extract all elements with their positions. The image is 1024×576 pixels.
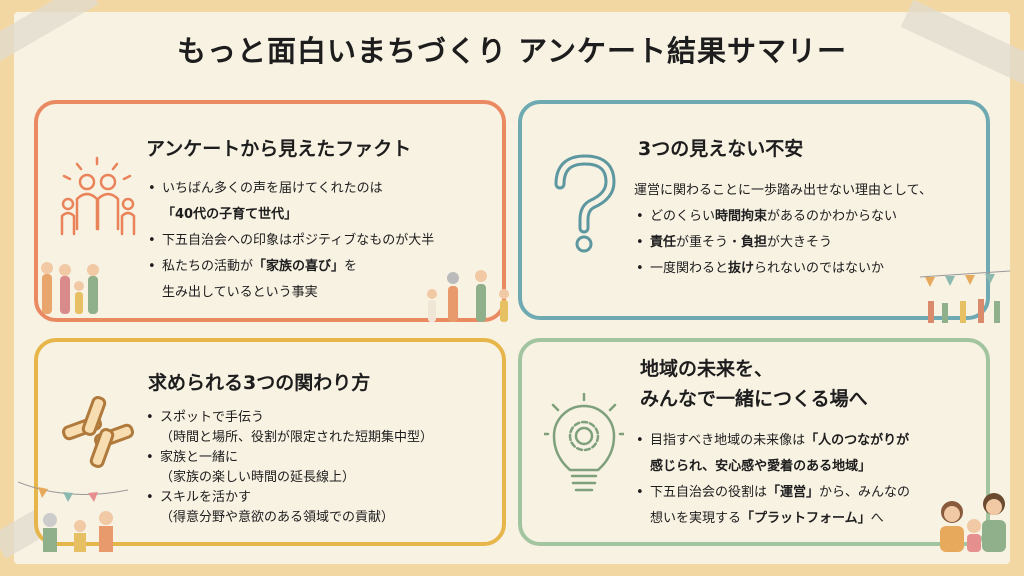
family-illustration-icon — [427, 270, 509, 322]
body-text: （時間と場所、役割が限定された短期集中型） — [160, 430, 434, 445]
bullet-item: スポットで手伝う — [144, 408, 433, 428]
card-title: 求められる3つの関わり方 — [148, 372, 371, 394]
body-text: どのくらい — [650, 209, 716, 224]
bullet-item: 一度関わると抜けられないのではないか — [634, 256, 932, 282]
emphasis-text: 「プラットフォーム」 — [741, 511, 871, 526]
text-line: （時間と場所、役割が限定された短期集中型） — [144, 428, 433, 448]
page-title: もっと面白いまちづくり アンケート結果サマリー — [177, 34, 847, 68]
body-text: へ — [870, 511, 884, 526]
bullet-item: どのくらい時間拘束があるのかわからない — [634, 204, 932, 230]
body-text: （家族の楽しい時間の延長線上） — [160, 470, 356, 485]
body-text: 私たちの活動が — [162, 259, 254, 274]
body-text: スキルを活かす — [160, 490, 252, 505]
family-icon — [60, 156, 136, 236]
body-text: 家族と一緒に — [160, 450, 239, 465]
family-illustration-icon — [940, 493, 1006, 552]
card-body: スポットで手伝う （時間と場所、役割が限定された短期集中型） 家族と一緒に （家族の楽… — [144, 408, 433, 528]
body-text: 下五自治会の役割は — [650, 485, 768, 500]
body-text: が大きそう — [767, 235, 833, 250]
emphasis-text: 責任 — [650, 235, 677, 250]
card-title-line2: みんなで一緒につくる場へ — [640, 388, 868, 410]
bullet-item: 私たちの活動が「家族の喜び」を — [146, 254, 434, 280]
bullet-item: 家族と一緒に — [144, 448, 433, 468]
emphasis-text: 抜け — [728, 261, 755, 276]
emphasis-text: 「40代の子育て世代」 — [162, 207, 298, 222]
emphasis-text: 「運営」 — [767, 485, 820, 500]
card-body: いちばん多くの声を届けてくれたのは「40代の子育て世代」下五自治会への印象はポジ… — [146, 176, 434, 306]
card-body: 運営に関わることに一歩踏み出せない理由として、どのくらい時間拘束があるのかわから… — [634, 178, 932, 282]
community-illustration-icon — [920, 270, 1010, 323]
body-text: が重そう・ — [676, 235, 742, 250]
body-text: 目指すべき地域の未来像は — [650, 433, 806, 448]
bullet-item: 責任が重そう・負担が大きそう — [634, 230, 932, 256]
text-line: （得意分野や意欲のある領域での貢献） — [144, 508, 433, 528]
bullet-item: いちばん多くの声を届けてくれたのは — [146, 176, 434, 202]
text-line: 運営に関わることに一歩踏み出せない理由として、 — [634, 178, 932, 204]
bullet-item: 下五自治会の役割は「運営」から、みんなの — [634, 480, 910, 506]
card-title: アンケートから見えたファクト — [146, 138, 412, 160]
emphasis-text: 感じられ、安心感や愛着のある地域」 — [650, 459, 872, 474]
card-body: 目指すべき地域の未来像は「人のつながりが感じられ、安心感や愛着のある地域」下五自… — [634, 428, 910, 532]
text-line: 感じられ、安心感や愛着のある地域」 — [634, 454, 910, 480]
body-text: 想いを実現する — [650, 511, 742, 526]
body-text: られないのではないか — [754, 261, 885, 276]
body-text: （得意分野や意欲のある領域での貢献） — [160, 510, 395, 525]
body-text: いちばん多くの声を届けてくれたのは — [162, 181, 383, 196]
body-text: 一度関わると — [650, 261, 729, 276]
card-title: 3つの見えない不安 — [638, 138, 804, 160]
emphasis-text: 負担 — [741, 235, 768, 250]
community-illustration-icon — [18, 481, 128, 552]
body-text: スポットで手伝う — [160, 410, 265, 425]
text-line: （家族の楽しい時間の延長線上） — [144, 468, 433, 488]
text-line: 生み出しているという事実 — [146, 280, 434, 306]
bullet-item: 目指すべき地域の未来像は「人のつながりが — [634, 428, 910, 454]
question-mark-icon — [554, 154, 616, 253]
body-text: 下五自治会への印象はポジティブなものが大半 — [162, 233, 435, 248]
text-line: 想いを実現する「プラットフォーム」へ — [634, 506, 910, 532]
joined-hands-icon — [62, 396, 134, 468]
text-line: 「40代の子育て世代」 — [146, 202, 434, 228]
emphasis-text: 時間拘束 — [715, 209, 768, 224]
bullet-item: スキルを活かす — [144, 488, 433, 508]
emphasis-text: 「家族の喜び」 — [253, 259, 345, 274]
card-facts: アンケートから見えたファクト いちばん多くの声を届けてくれたのは「40代の子育て… — [34, 100, 509, 322]
body-text: 運営に関わることに一歩踏み出せない理由として、 — [634, 183, 932, 198]
card-title: 地域の未来を、 — [640, 358, 774, 380]
emphasis-text: 「人のつながりが — [805, 433, 910, 448]
body-text: があるのかわからない — [767, 209, 898, 224]
body-text: から、みんなの — [819, 485, 911, 500]
body-text: を — [344, 259, 358, 274]
body-text: 生み出しているという事実 — [162, 285, 318, 300]
card-involvement: 求められる3つの関わり方 スポットで手伝う （時間と場所、役割が限定された短期集中… — [18, 338, 506, 552]
family-illustration-icon — [41, 262, 99, 314]
card-future: 地域の未来を、 みんなで一緒につくる場へ 目指すべき地域の未来像は「人のつながり… — [518, 338, 1006, 552]
card-anxieties: 3つの見えない不安 運営に関わることに一歩踏み出せない理由として、どのくらい時間… — [518, 100, 1010, 323]
bullet-item: 下五自治会への印象はポジティブなものが大半 — [146, 228, 434, 254]
lightbulb-icon — [544, 392, 624, 492]
